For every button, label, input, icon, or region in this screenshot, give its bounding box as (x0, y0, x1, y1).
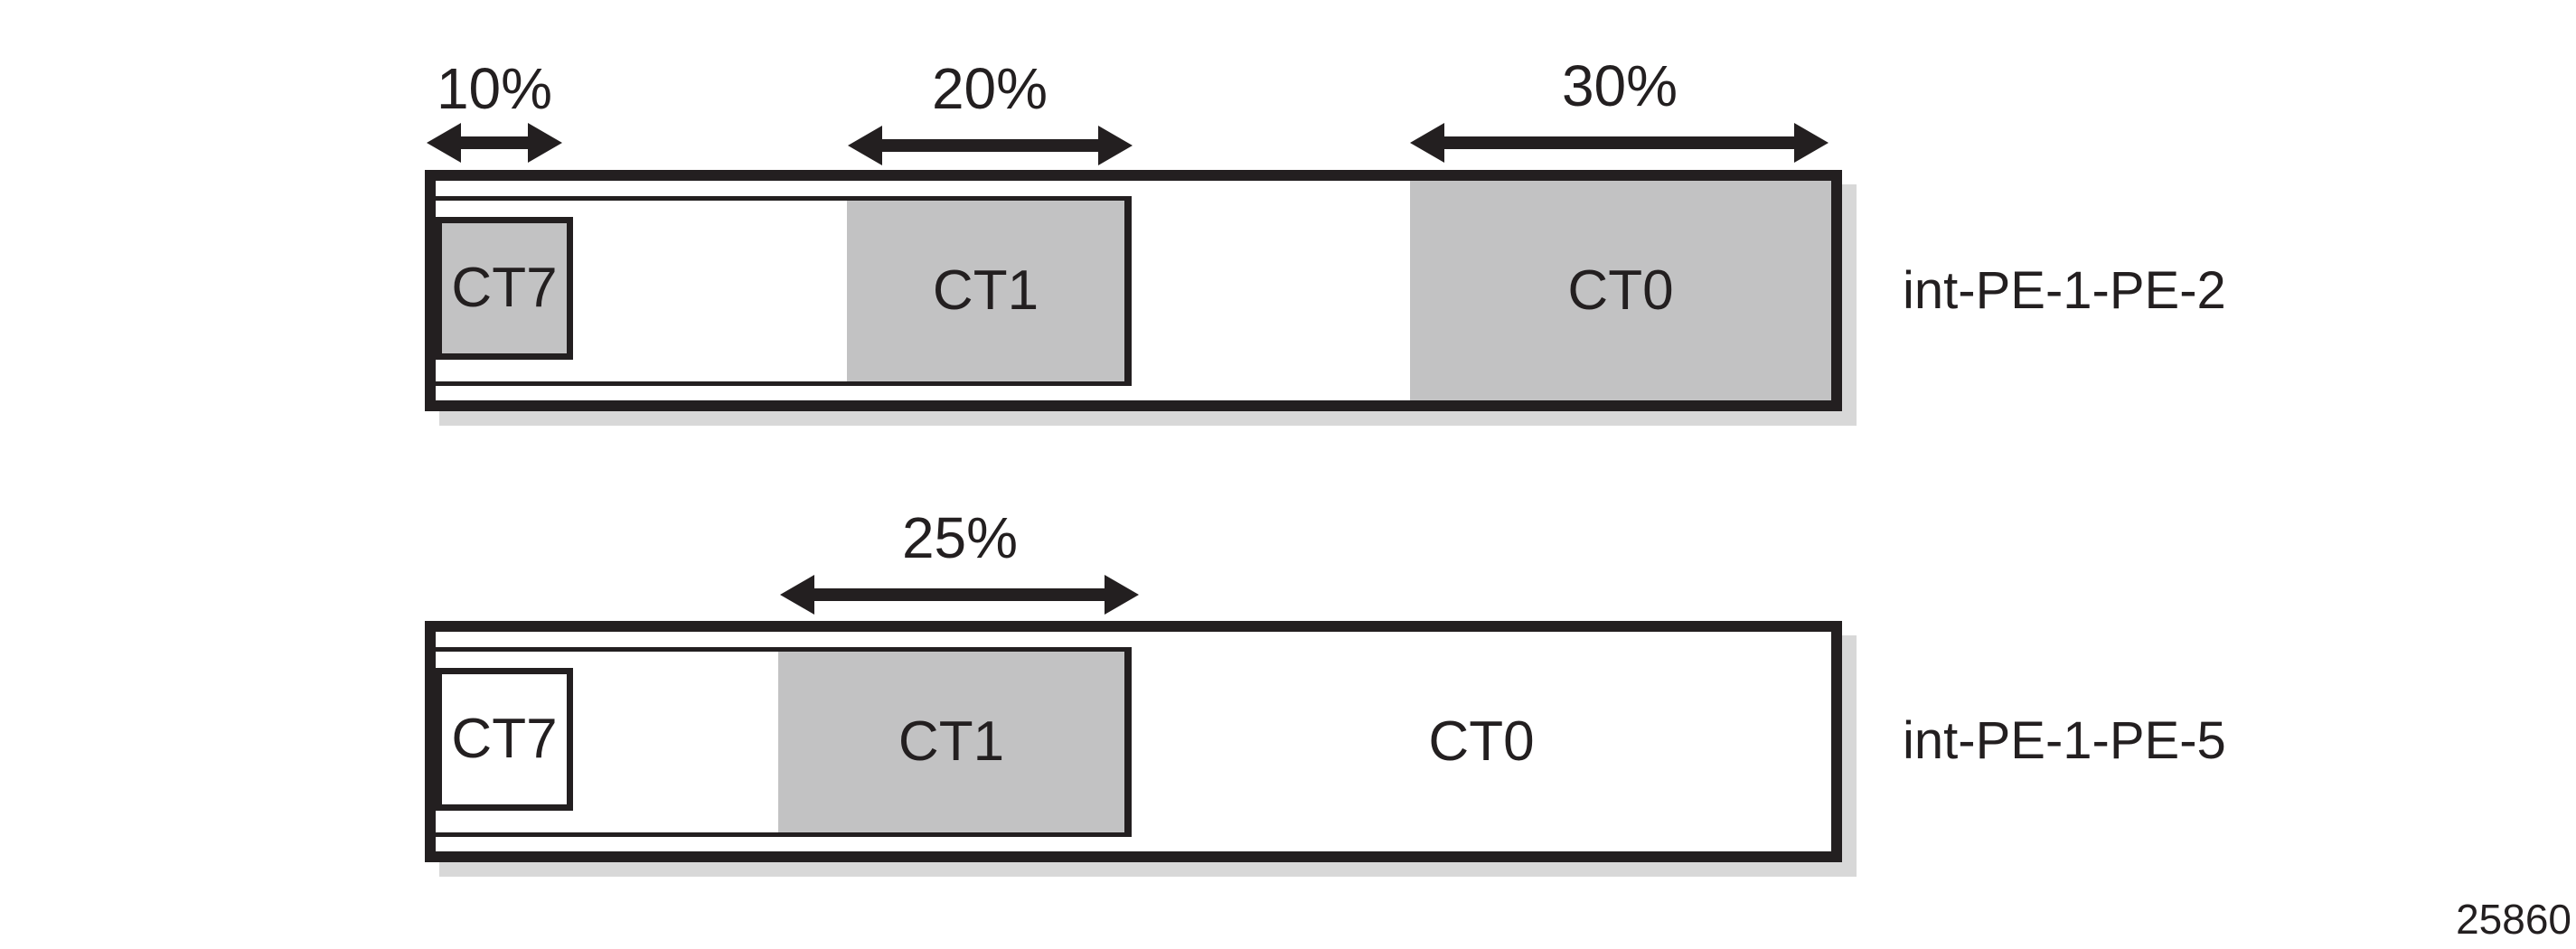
arrowhead-right-icon (1105, 575, 1139, 615)
interface-bar-int-pe-1-pe-5: CT0 CT1 CT7 (425, 621, 1842, 862)
double-arrow-ct7-bar1 (427, 123, 562, 163)
ct7-box: CT7 (436, 668, 573, 811)
percentage-label-ct1-bar2: 25% (901, 505, 1019, 570)
percentage-label-ct1-bar1: 20% (931, 56, 1048, 121)
interface-bar-int-pe-1-pe-2: CT0 CT1 CT7 (425, 170, 1842, 411)
ct1-label: CT1 (932, 259, 1039, 322)
double-arrow-ct1-bar2 (780, 575, 1139, 615)
ct1-reservation-fill: CT1 (778, 652, 1124, 832)
arrowhead-right-icon (1794, 123, 1829, 163)
interface-name-label-2: int-PE-1-PE-5 (1903, 711, 2226, 770)
bc1-inner-rect: CT1 (436, 647, 1132, 837)
ct7-label: CT7 (451, 708, 558, 770)
double-arrow-ct1-bar1 (848, 126, 1133, 165)
arrow-shaft (454, 136, 535, 149)
arrow-shaft (807, 588, 1112, 601)
double-arrow-ct0-bar1 (1410, 123, 1829, 163)
interface-name-label-1: int-PE-1-PE-2 (1903, 261, 2226, 320)
ct1-reservation-fill: CT1 (847, 201, 1124, 381)
arrow-shaft (1437, 136, 1801, 149)
ct0-reservation-fill: CT0 (1410, 181, 1831, 400)
ct0-label: CT0 (1428, 709, 1535, 773)
ct0-label: CT0 (1567, 258, 1674, 322)
percentage-label-ct7-bar1: 10% (436, 56, 553, 121)
arrow-shaft (875, 139, 1105, 152)
ct7-box: CT7 (436, 217, 573, 360)
arrowhead-right-icon (1098, 126, 1133, 165)
figure-number: 25860 (2456, 896, 2571, 943)
bc1-inner-rect: CT1 (436, 196, 1132, 386)
arrowhead-right-icon (528, 123, 562, 163)
ct7-label: CT7 (451, 257, 558, 319)
percentage-label-ct0-bar1: 30% (1561, 53, 1678, 118)
ct1-label: CT1 (898, 710, 1005, 773)
ct0-area: CT0 (1132, 632, 1831, 851)
